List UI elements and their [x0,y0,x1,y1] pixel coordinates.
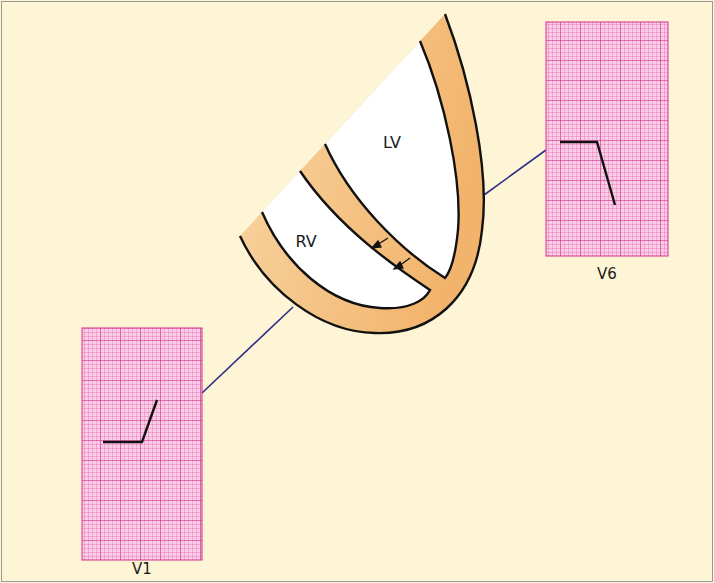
ecg-grid [82,328,202,560]
lead-label: V6 [597,266,617,283]
lead-label: RV [295,233,316,251]
lead-line [202,307,293,393]
lead-line [484,150,546,195]
ecg-grid [546,22,668,256]
lead-label: LV [383,134,401,152]
ventricles [240,14,484,333]
lead-label: V1 [132,561,152,578]
